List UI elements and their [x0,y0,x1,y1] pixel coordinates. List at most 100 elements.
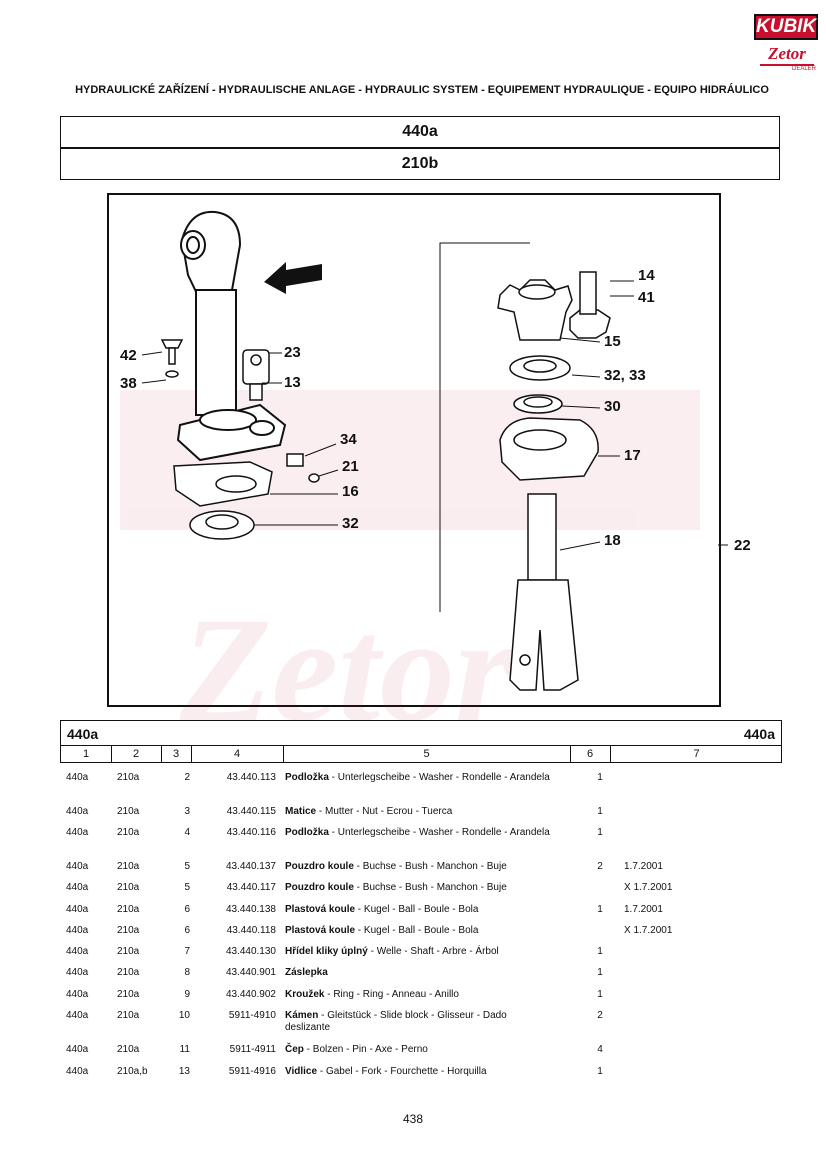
cell-description: Záslepka [285,967,550,979]
cell-part-number: 5911-4910 [228,1010,276,1021]
cell-subgroup: 210a [117,946,140,957]
subgroup-code: 210b [401,155,439,172]
cell-quantity: 1 [597,1066,603,1077]
cell-description: Vidlice - Gabel - Fork - Fourchette - Ho… [285,1066,550,1078]
cell-group: 440a [66,967,89,978]
cell-subgroup: 210a [117,861,140,872]
callout-15: 15 [604,333,621,350]
part-name: Pouzdro koule [285,861,354,872]
cell-description: Kámen - Gleitstück - Slide block - Gliss… [285,1010,550,1034]
cell-note: X 1.7.2001 [624,925,673,936]
cell-quantity: 1 [597,772,603,783]
cell-group: 440a [66,904,89,915]
callout-34: 34 [340,431,357,448]
column-header-7: 7 [693,748,700,760]
group-code: 440a [402,123,438,140]
direction-arrow [264,262,322,294]
cell-group: 440a [66,946,89,957]
cell-description: Matice - Mutter - Nut - Ecrou - Tuerca [285,806,550,818]
housing-17 [499,417,599,481]
column-header-1: 1 [82,748,90,760]
cell-part-number: 43.440.137 [225,861,276,872]
part-translations: - Buchse - Bush - Manchon - Buje [353,882,507,893]
column-header-6: 6 [586,748,594,760]
cell-quantity: 1 [597,946,603,957]
cell-description: Čep - Bolzen - Pin - Axe - Perno [285,1044,550,1056]
cell-subgroup: 210a [117,967,140,978]
section-title: HYDRAULICKÉ ZAŘÍZENÍ - HYDRAULISCHE ANLA… [75,84,769,96]
cell-part-number: 43.440.138 [225,904,276,915]
cell-description: Podložka - Unterlegscheibe - Washer - Ro… [285,772,550,784]
page-number: 438 [402,1112,424,1126]
cell-position: 10 [178,1010,190,1021]
part-translations: - Buchse - Bush - Manchon - Buje [353,861,507,872]
cell-subgroup: 210a [117,772,140,783]
cell-description: Hřídel kliky úplný - Welle - Shaft - Arb… [285,946,550,958]
callout-13: 13 [284,374,301,391]
cell-subgroup: 210a [117,989,140,1000]
leader-lines [141,280,728,551]
callout-30: 30 [604,398,621,415]
callout-38: 38 [120,375,137,392]
part-translations: - Ring - Ring - Anneau - Anillo [324,989,459,1000]
table-title-left: 440a [67,726,99,742]
cell-group: 440a [66,989,89,1000]
cell-quantity: 1 [597,806,603,817]
callout-32-33: 32, 33 [604,367,646,384]
cell-part-number: 43.440.901 [225,967,276,978]
cell-part-number: 43.440.115 [226,806,276,817]
callout-32: 32 [342,515,359,532]
svg-text:Zetor: Zetor [179,587,515,720]
column-header-5: 5 [423,748,430,760]
cell-part-number: 5911-4916 [228,1066,276,1077]
part-name: Záslepka [285,967,328,978]
cell-subgroup: 210a [117,806,140,817]
subgroup-box: 210b [60,148,780,180]
cell-part-number: 5911-4911 [229,1044,276,1055]
group-box: 440a [60,116,780,148]
column-header-4: 4 [233,748,241,760]
part-translations: - Unterlegscheibe - Washer - Rondelle - … [328,827,550,838]
cell-group: 440a [66,772,89,783]
cell-part-number: 43.440.116 [226,827,276,838]
part-name: Plastová koule [285,904,356,915]
cell-position: 8 [184,967,190,978]
part-translations: - Kugel - Ball - Boule - Bola [355,925,479,936]
cell-description: Kroužek - Ring - Ring - Anneau - Anillo [285,989,550,1001]
cell-part-number: 43.440.113 [226,772,276,783]
part-translations: - Mutter - Nut - Ecrou - Tuerca [316,806,453,817]
part-name: Kámen [285,1010,319,1021]
threaded-fork-18 [509,493,579,691]
cell-position: 9 [184,989,190,1000]
part-translations: - Gleitstück - Slide block - Glisseur - … [285,1010,507,1033]
cell-quantity: 1 [597,904,603,915]
part-name: Vidlice [285,1066,318,1077]
callout-14: 14 [638,267,655,284]
cell-group: 440a [66,806,89,817]
part-name: Plastová koule [285,925,356,936]
part-name: Kroužek [285,989,325,1000]
callout-42: 42 [120,347,137,364]
cell-quantity: 1 [597,967,603,978]
cell-subgroup: 210a [117,1010,140,1021]
zetor-logo-text: Zetor [760,44,814,66]
callout-18: 18 [604,532,621,549]
cell-subgroup: 210a [117,925,140,936]
part-name: Pouzdro koule [285,882,354,893]
callout-16: 16 [342,483,359,500]
cell-group: 440a [66,882,89,893]
part-translations: - Kugel - Ball - Boule - Bola [355,904,479,915]
cell-position: 11 [179,1044,190,1055]
cell-position: 5 [184,882,190,893]
column-number-row: 1 2 3 4 5 6 7 [60,746,782,763]
column-header-2: 2 [132,748,140,760]
cell-subgroup: 210a [117,882,140,893]
table-title-right: 440a [743,726,775,742]
parts-table-header: 440a 440a 1 2 3 4 5 6 7 [60,720,782,764]
bolt-42 [160,339,184,378]
cell-subgroup: 210a,b [117,1066,148,1077]
cell-subgroup: 210a [117,1044,140,1055]
cell-subgroup: 210a [117,904,140,915]
cell-part-number: 43.440.118 [226,925,276,936]
bearing-32-33 [509,355,571,381]
